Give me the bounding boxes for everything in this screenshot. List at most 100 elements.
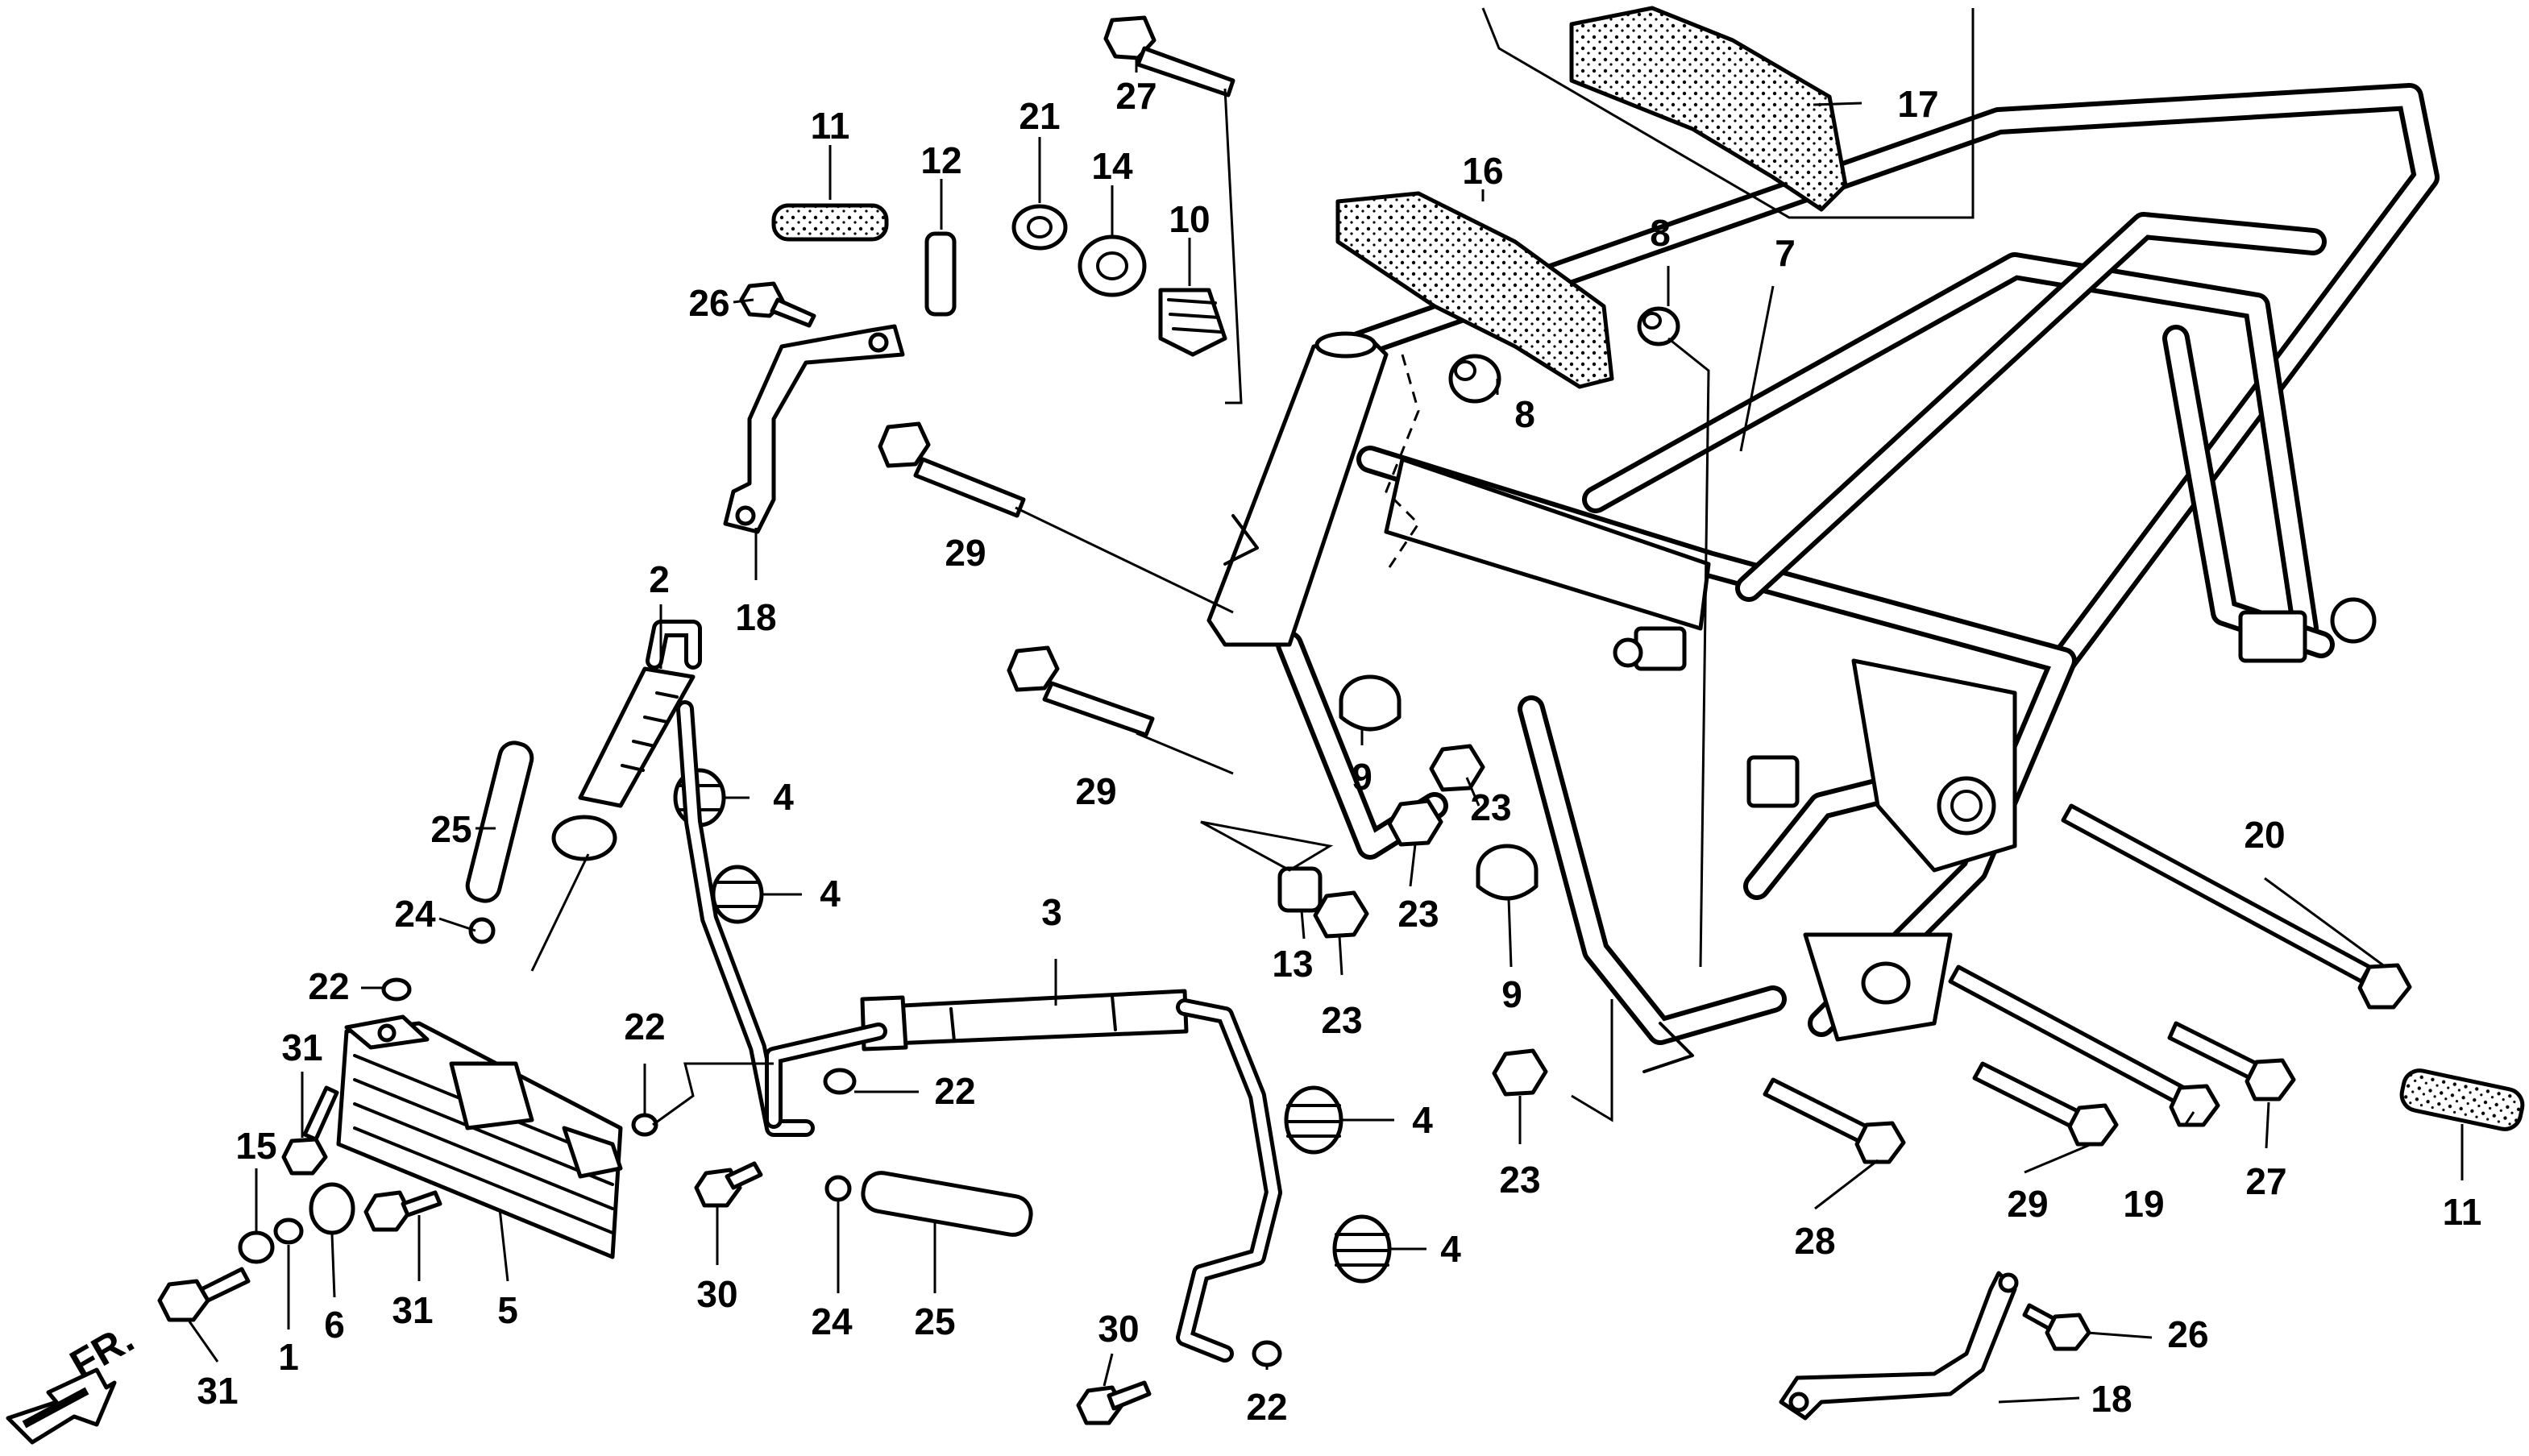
- callout-label-c-28: 28: [1794, 1220, 1835, 1262]
- callout-label-c-5: 5: [497, 1289, 518, 1331]
- part-2-oil-hose: [551, 620, 702, 861]
- callout-label-c-22d: 22: [1246, 1386, 1287, 1428]
- callout-label-c-26b: 26: [2167, 1313, 2208, 1355]
- part-10-plug: [1158, 288, 1227, 357]
- part-29-bolt-right: [1972, 1061, 2119, 1147]
- callout-label-c-3: 3: [1041, 891, 1062, 933]
- part-17-plate: [1569, 6, 1848, 212]
- part-16-cover: [1335, 191, 1614, 389]
- callout-label-c-17: 17: [1897, 83, 1938, 125]
- part-22-oring-d: [1252, 1340, 1282, 1367]
- part-26-bolt-bottom: [2022, 1303, 2091, 1351]
- dashed-outline: [1385, 354, 1420, 573]
- callout-label-c-16: 16: [1462, 150, 1503, 192]
- part-22-oring-c: [823, 1068, 857, 1095]
- callout-label-c-30a: 30: [696, 1273, 737, 1315]
- part-22-oring-b: [631, 1113, 658, 1137]
- part-9-collar-a: [1339, 674, 1402, 732]
- part-28-bolt: [1763, 1077, 1906, 1164]
- callout-label-c-31b: 31: [197, 1370, 238, 1412]
- callout-label-c-4d: 4: [1440, 1228, 1461, 1270]
- part-30-bolt-b: [1076, 1380, 1152, 1425]
- part-9-collar-b: [1476, 844, 1539, 901]
- callout-label-c-8b: 8: [1514, 393, 1535, 435]
- callout-label-c-22c: 22: [934, 1070, 975, 1112]
- part-8-collar-b: [1637, 306, 1680, 346]
- part-30-bolt-a: [694, 1161, 763, 1208]
- part-5-oil-cooler: [336, 1014, 623, 1259]
- part-23-nut-b: [1387, 799, 1443, 847]
- callout-label-c-21: 21: [1019, 95, 1060, 137]
- part-23-nut-c: [1313, 890, 1369, 939]
- callout-label-c-23b: 23: [1397, 893, 1439, 935]
- callout-label-c-11a: 11: [811, 105, 850, 147]
- callout-label-c-29a: 29: [945, 532, 986, 574]
- part-19-bolt: [1948, 964, 2220, 1127]
- callout-label-c-15: 15: [235, 1125, 276, 1167]
- part-29-bolt-upper: [878, 421, 1026, 518]
- part-11-collar-right: [2399, 1068, 2525, 1131]
- callout-label-c-22b: 22: [624, 1006, 665, 1047]
- part-25-hose-lower: [861, 1171, 1033, 1237]
- part-1-collar: [273, 1217, 304, 1245]
- callout-label-c-4b: 4: [820, 873, 841, 915]
- part-27-bolt-top: [1103, 15, 1235, 97]
- callout-label-c-6: 6: [324, 1304, 345, 1346]
- callout-label-c-31c: 31: [392, 1289, 433, 1331]
- callout-label-c-29c: 29: [2007, 1183, 2048, 1225]
- part-15-washer: [238, 1230, 275, 1264]
- part-23-nut-a: [1429, 744, 1485, 792]
- callout-label-c-24a: 24: [394, 893, 436, 935]
- callout-label-c-14: 14: [1091, 145, 1133, 187]
- callout-label-c-12: 12: [920, 139, 961, 181]
- callout-labels: 1112211410272618161788729292254424223115…: [197, 75, 2481, 1428]
- callout-label-c-2: 2: [649, 558, 670, 600]
- callout-label-c-1: 1: [278, 1336, 299, 1378]
- part-23-nut-d: [1492, 1048, 1548, 1097]
- callout-label-c-27b: 27: [2245, 1160, 2286, 1202]
- part-26-bolt-top: [739, 281, 816, 328]
- part-18-bracket-top: [723, 324, 905, 534]
- callout-label-c-8a: 8: [1650, 212, 1671, 254]
- callout-label-c-19: 19: [2123, 1183, 2164, 1225]
- callout-label-c-25a: 25: [430, 808, 471, 850]
- part-29-bolt-lower: [1007, 645, 1155, 737]
- callout-label-c-23d: 23: [1499, 1159, 1540, 1201]
- part-31-bolt-c: [363, 1190, 442, 1232]
- callout-label-c-26a: 26: [688, 282, 729, 324]
- callout-label-c-13: 13: [1272, 943, 1313, 985]
- callout-label-c-24b: 24: [811, 1300, 853, 1342]
- part-21-nut: [1011, 204, 1068, 251]
- part-14-washer: [1078, 234, 1147, 297]
- oil-pipe-left: [676, 700, 815, 1137]
- part-31-bolt-a: [281, 1085, 339, 1176]
- front-indicator-label: FR.: [63, 1316, 142, 1388]
- callout-label-c-4c: 4: [1412, 1099, 1433, 1141]
- part-11-collar: [771, 203, 889, 242]
- callout-label-c-11b: 11: [2443, 1191, 2482, 1233]
- part-13-collar: [1277, 866, 1323, 913]
- part-12-pin: [924, 231, 957, 317]
- part-6-grommet: [309, 1182, 355, 1235]
- callout-label-c-27a: 27: [1115, 75, 1157, 117]
- callout-label-c-18b: 18: [2091, 1378, 2132, 1420]
- front-direction-arrow: FR.: [6, 1316, 142, 1445]
- part-24-clip-a: [468, 917, 496, 944]
- callout-label-c-9b: 9: [1501, 973, 1522, 1015]
- callout-label-c-23a: 23: [1470, 786, 1511, 828]
- part-27-bolt-right: [2167, 1021, 2296, 1101]
- callout-label-c-9a: 9: [1352, 756, 1372, 798]
- callout-label-c-20: 20: [2244, 814, 2285, 856]
- part-8-collar-a: [1448, 354, 1501, 404]
- part-4-mount-c: [1284, 1085, 1343, 1155]
- callout-label-c-4a: 4: [773, 776, 794, 818]
- part-24-clip-b: [824, 1175, 852, 1202]
- part-4-mount-d: [1332, 1214, 1392, 1284]
- part-3-oil-hose: [765, 989, 1282, 1363]
- part-20-bolt: [2061, 803, 2412, 1010]
- callout-label-c-22a: 22: [308, 965, 349, 1007]
- callout-label-c-18a: 18: [735, 596, 776, 638]
- callout-label-c-7: 7: [1775, 232, 1796, 274]
